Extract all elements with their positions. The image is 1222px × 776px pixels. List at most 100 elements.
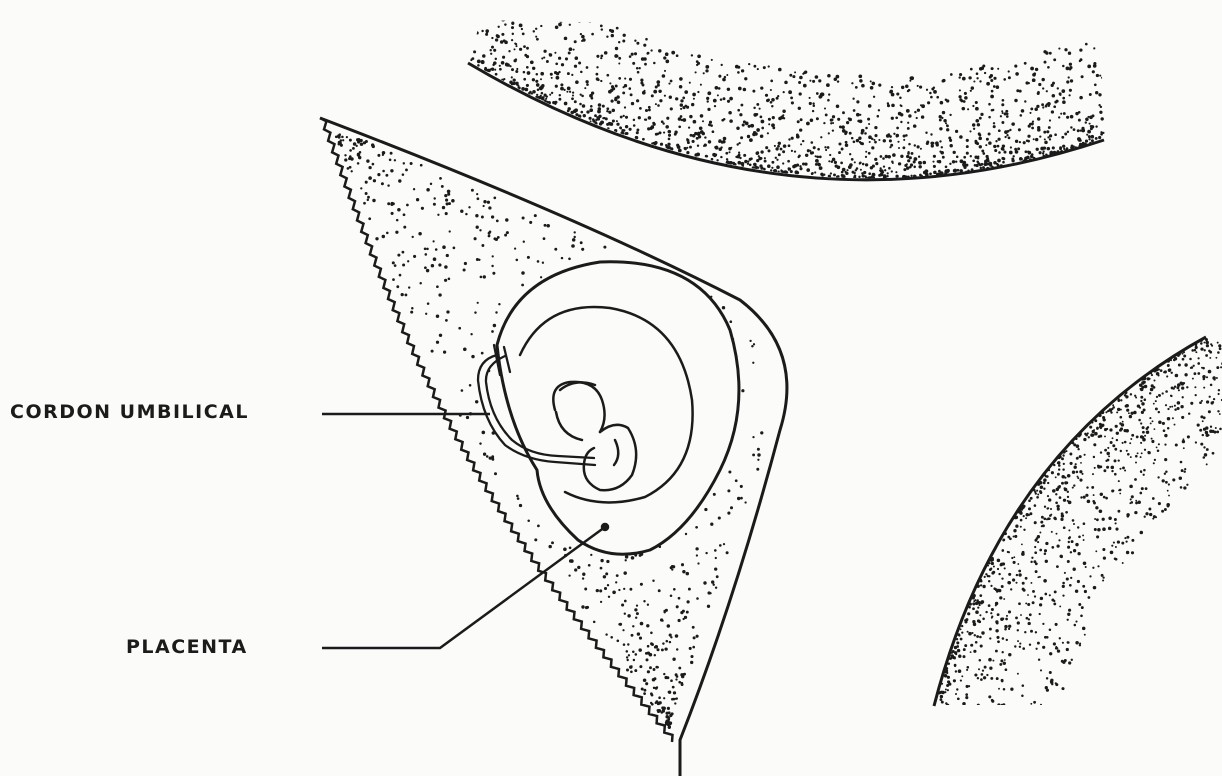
stipple-dot xyxy=(567,87,571,91)
stipple-dot xyxy=(446,254,449,257)
stipple-dot xyxy=(1034,491,1036,493)
stipple-dot xyxy=(366,159,369,162)
stipple-dot xyxy=(1060,518,1063,521)
stipple-dot xyxy=(973,707,976,710)
stipple-dot xyxy=(816,92,819,95)
stipple-dot xyxy=(491,265,493,267)
stipple-dot xyxy=(678,125,681,128)
stipple-dot xyxy=(1096,74,1099,77)
stipple-dot xyxy=(1096,518,1099,521)
stipple-dot xyxy=(839,125,842,128)
stipple-dot xyxy=(1125,404,1128,407)
stipple-dot xyxy=(782,162,784,164)
stipple-dot xyxy=(544,94,547,97)
stipple-dot xyxy=(1047,715,1049,717)
stipple-dot xyxy=(495,38,498,41)
stipple-dot xyxy=(965,714,967,716)
stipple-dot xyxy=(586,110,589,113)
stipple-dot xyxy=(959,73,962,76)
stipple-dot xyxy=(960,638,963,641)
stipple-dot xyxy=(1061,136,1064,139)
stipple-dot xyxy=(743,88,747,92)
stipple-dot xyxy=(998,573,1000,575)
stipple-dot xyxy=(1051,531,1053,533)
stipple-dot xyxy=(677,145,681,149)
stipple-dot xyxy=(964,644,967,647)
stipple-dot xyxy=(1096,427,1099,430)
stipple-dot xyxy=(1030,706,1032,708)
stipple-dot xyxy=(396,285,399,288)
stipple-dot xyxy=(1203,456,1206,459)
stipple-dot xyxy=(382,154,384,156)
stipple-dot xyxy=(777,171,779,173)
stipple-dot xyxy=(996,85,1000,89)
stipple-dot xyxy=(616,639,619,642)
stipple-dot xyxy=(954,651,957,654)
stipple-dot xyxy=(984,666,987,669)
stipple-dot xyxy=(1072,487,1074,489)
stipple-dot xyxy=(1149,417,1151,419)
stipple-dot xyxy=(846,121,849,124)
stipple-dot xyxy=(954,665,956,667)
stipple-dot xyxy=(395,231,398,234)
stipple-dot xyxy=(1024,631,1026,633)
stipple-dot xyxy=(982,618,985,621)
stipple-dot xyxy=(1066,648,1069,651)
stipple-dot xyxy=(357,162,360,165)
stipple-dot xyxy=(479,442,481,444)
stipple-dot xyxy=(967,612,970,615)
stipple-dot xyxy=(534,538,537,541)
stipple-dot xyxy=(579,103,582,106)
stipple-dot xyxy=(1098,93,1101,96)
stipple-dot xyxy=(523,45,526,48)
stipple-dot xyxy=(887,172,889,174)
stipple-dot xyxy=(555,85,558,88)
stipple-dot xyxy=(1069,453,1072,456)
stipple-dot xyxy=(601,28,603,30)
stipple-dot xyxy=(993,85,996,88)
stipple-dot xyxy=(1032,748,1036,752)
stipple-dot xyxy=(1084,454,1086,456)
stipple-dot xyxy=(569,559,573,563)
stipple-dot xyxy=(913,160,916,163)
stipple-dot xyxy=(1008,551,1010,553)
stipple-dot xyxy=(541,92,544,95)
stipple-dot xyxy=(945,166,948,169)
stipple-dot xyxy=(658,702,661,705)
stipple-dot xyxy=(485,29,489,33)
stipple-dot xyxy=(663,697,665,699)
stipple-dot xyxy=(525,88,529,92)
stipple-dot xyxy=(975,711,977,713)
stipple-dot xyxy=(768,149,771,152)
stipple-dot xyxy=(1100,451,1102,453)
stipple-dot xyxy=(977,123,980,126)
stipple-dot xyxy=(1124,537,1126,539)
stipple-dot xyxy=(668,138,671,141)
stipple-dot xyxy=(742,165,745,168)
stipple-dot xyxy=(961,625,963,627)
stipple-dot xyxy=(1150,388,1154,392)
stipple-dot xyxy=(1066,147,1069,150)
stipple-dot xyxy=(807,149,810,152)
stipple-dot xyxy=(705,552,707,554)
stipple-dot xyxy=(642,84,645,87)
stipple-dot xyxy=(664,647,667,650)
stipple-dot xyxy=(931,88,934,91)
stipple-dot xyxy=(1027,135,1030,138)
stipple-dot xyxy=(1079,644,1081,646)
stipple-dot xyxy=(1179,476,1182,479)
stipple-dot xyxy=(392,278,395,281)
stipple-dot xyxy=(870,80,872,82)
stipple-dot xyxy=(570,111,574,115)
stipple-dot xyxy=(1021,543,1023,545)
stipple-dot xyxy=(825,149,827,151)
stipple-dot xyxy=(906,163,908,165)
stipple-dot xyxy=(560,83,563,86)
stipple-dot xyxy=(979,636,982,639)
stipple-dot xyxy=(670,566,673,569)
stipple-dot xyxy=(840,162,843,165)
stipple-dot xyxy=(900,155,903,158)
stipple-dot xyxy=(491,330,494,333)
stipple-dot xyxy=(495,73,498,76)
stipple-dot xyxy=(1025,577,1028,580)
